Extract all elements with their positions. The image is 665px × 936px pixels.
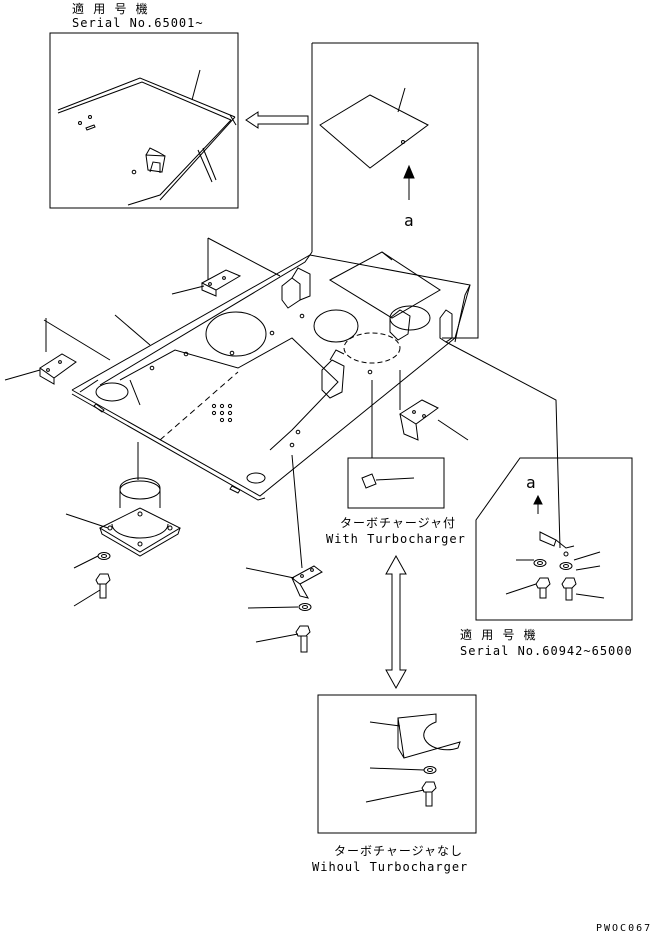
leader-plate <box>114 314 151 346</box>
ref-letter-top: a <box>404 211 414 230</box>
without-turbo-en: Wihoul Turbocharger <box>312 860 469 874</box>
rubber-mount <box>65 477 182 557</box>
inset-box-top-right <box>311 42 479 339</box>
leader-bracket-bottom <box>291 454 303 569</box>
bracket-bottom <box>245 565 323 653</box>
bracket-right <box>439 309 561 549</box>
with-turbo-jp: ターボチャージャ付 <box>340 516 457 530</box>
bracket-left <box>4 318 111 385</box>
inset-box-top-left <box>49 32 239 209</box>
right-serial-jp: 適 用 号 機 <box>460 628 537 642</box>
top-serial-jp: 適 用 号 機 <box>72 2 149 16</box>
figure-code: PWOC067 <box>596 923 653 934</box>
inset-box-without-turbo <box>317 694 477 834</box>
hollow-arrow-left <box>245 111 309 129</box>
double-arrow <box>385 554 407 690</box>
inset-box-right <box>475 457 633 621</box>
fastener-left <box>73 552 111 607</box>
bracket-middle <box>399 370 469 441</box>
inset-box-with-turbo <box>347 457 445 509</box>
floor-plate <box>71 251 471 501</box>
with-turbo-en: With Turbocharger <box>326 532 466 546</box>
without-turbo-jp: ターボチャージャなし <box>334 844 464 858</box>
right-serial-en: Serial No.60942~65000 <box>460 644 633 658</box>
top-serial-en: Serial No.65001~ <box>72 16 204 30</box>
bracket-top <box>171 237 281 297</box>
ref-letter-right: a <box>526 473 536 492</box>
